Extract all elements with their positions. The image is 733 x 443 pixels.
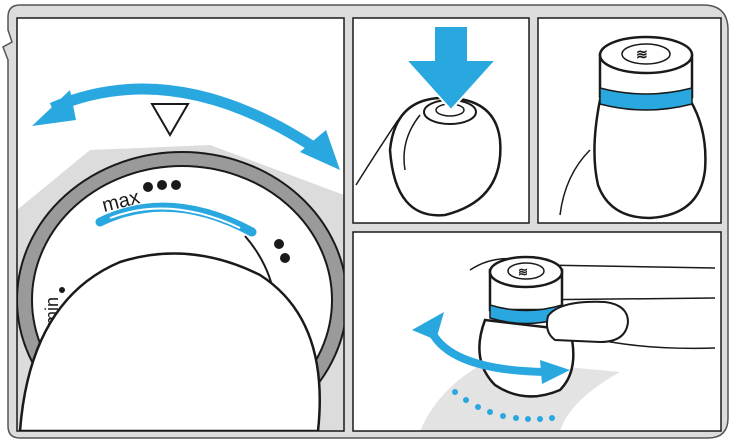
wave-symbol-icon: ≋ [636, 46, 648, 62]
min-dot [59, 287, 65, 293]
panel-twist-device: ≋ [353, 232, 721, 431]
wave-symbol-icon: ≋ [518, 265, 528, 279]
max-dot [157, 180, 167, 190]
panel-device-ring: ≋ [538, 18, 721, 223]
device-body [594, 100, 705, 218]
max-dot [143, 182, 153, 192]
max-dot [171, 180, 181, 190]
panel-press-button [353, 18, 529, 223]
panel-dial-rotation: max min [17, 18, 347, 443]
mid-dot [274, 239, 284, 249]
mid-dot [280, 253, 290, 263]
